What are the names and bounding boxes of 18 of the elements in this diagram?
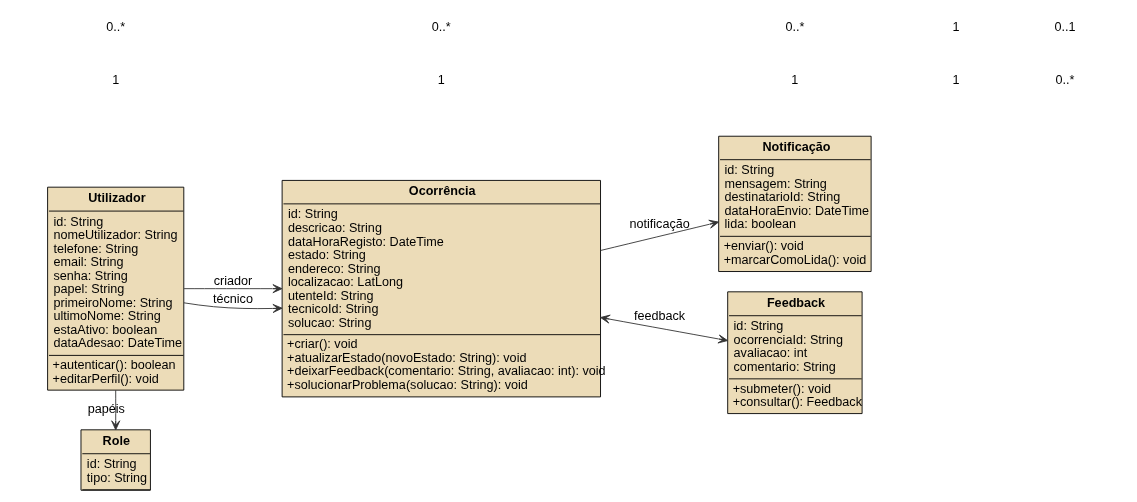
label: 0..* (431, 20, 451, 35)
label: 0..* (1055, 72, 1075, 87)
edge-label: criador (213, 274, 253, 289)
edge-label: técnico (212, 292, 253, 307)
arrow (600, 314, 728, 344)
edge-label: feedback (634, 309, 686, 324)
arrow (183, 302, 283, 313)
label: 1 (112, 72, 120, 87)
label: 0..* (785, 20, 805, 35)
label: 1 (952, 20, 960, 35)
arrow (183, 284, 283, 294)
arrow (600, 219, 719, 251)
label: 0..1 (1054, 20, 1076, 35)
label: 1 (791, 72, 799, 87)
label: 0..* (106, 20, 126, 35)
label: 1 (952, 72, 960, 87)
label: 1 (437, 72, 445, 87)
edge-label: notificação (629, 217, 690, 232)
